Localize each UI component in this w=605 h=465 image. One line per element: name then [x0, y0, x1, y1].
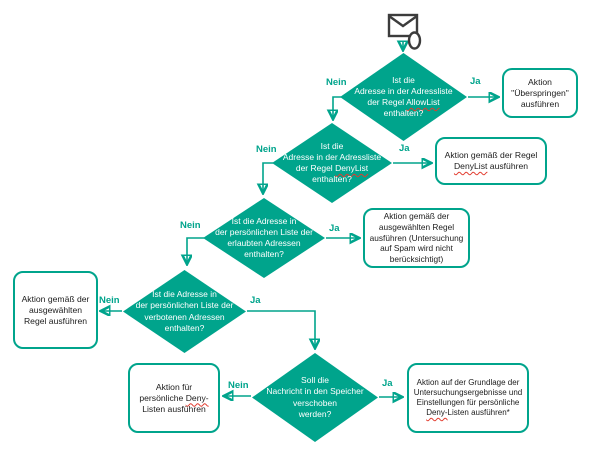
decision-line: Adresse in der Adressliste: [282, 151, 382, 162]
action-line: auf Spam wird nicht: [380, 243, 453, 254]
misspelled-word: DenyList: [335, 163, 369, 173]
action-line: persönliche Deny-: [139, 393, 208, 404]
decision-line: Nachricht in den Speicher: [266, 386, 364, 397]
decision-allowlist: Ist die Adresse in der Adressliste der R…: [340, 53, 467, 141]
action-line: Regel ausführen: [23, 315, 88, 326]
action-personal-deny-lists: Aktion für persönliche Deny- Listen ausf…: [128, 363, 220, 433]
action-selected-rule: Aktion gemäß der ausgewählten Regel ausf…: [13, 271, 98, 349]
action-line-text: Listen ausführen*: [447, 408, 510, 418]
label-denied-no: Nein: [99, 295, 120, 306]
action-line: berücksichtigt): [389, 253, 444, 264]
decision-line: verschoben: [293, 397, 337, 408]
envelope-with-stamp-icon: [386, 12, 424, 54]
action-line: Deny-Listen ausführen*: [426, 408, 510, 418]
action-line: Aktion gemäß der Regel: [444, 150, 538, 160]
action-line: ausführen (Untersuchung: [369, 232, 464, 243]
label-allowlist-yes: Ja: [470, 76, 481, 87]
decision-line: Ist die: [320, 140, 344, 151]
decision-move-to-storage-text: Soll die Nachricht in den Speicher versc…: [244, 353, 386, 442]
action-line: ausgewählten: [28, 304, 83, 315]
decision-line: enthalten?: [312, 174, 352, 185]
label-allowed-no: Nein: [180, 220, 201, 231]
decision-denylist-text: Ist die Adresse in der Adressliste der R…: [264, 123, 400, 203]
misspelled-word: Deny-: [185, 392, 209, 403]
decision-line: werden?: [298, 408, 332, 419]
decision-line: der Regel AllowList: [367, 97, 439, 108]
decision-personal-allowed: Ist die Adresse in der persönlichen List…: [203, 198, 325, 278]
action-line: DenyList ausführen: [454, 161, 528, 172]
decision-line: enthalten?: [164, 322, 205, 333]
connector-allowlist-no: [333, 96, 341, 118]
decision-denylist: Ist die Adresse in der Adressliste der R…: [272, 123, 392, 203]
action-line: Aktion gemäß der: [21, 293, 90, 304]
decision-line: der persönlichen Liste der: [215, 226, 313, 237]
decision-line: Soll die: [301, 375, 329, 386]
decision-line-text: der Regel: [295, 163, 336, 173]
decision-line: der Regel DenyList: [296, 163, 368, 174]
decision-line: Adresse in der Adressliste: [354, 85, 453, 96]
label-allowlist-no: Nein: [326, 77, 347, 88]
connector-denied-yes: [247, 310, 315, 347]
action-line: Aktion auf der Grundlage der: [416, 377, 520, 387]
decision-line: enthalten?: [244, 249, 284, 260]
action-line: Einstellungen für persönliche: [416, 398, 520, 407]
action-line: Aktion: [528, 76, 552, 87]
action-line: Untersuchungsergebnisse und: [413, 387, 523, 397]
decision-line: der persönlichen Liste der: [135, 300, 234, 311]
decision-line: erlaubten Adressen: [227, 238, 301, 248]
decision-personal-allowed-text: Ist die Adresse in der persönlichen List…: [195, 198, 333, 278]
action-line: Aktion für: [155, 381, 193, 392]
action-line: ausführen: [520, 98, 560, 109]
action-skip: Aktion "Überspringen" ausführen: [502, 68, 578, 118]
connector-denylist-no: [263, 162, 273, 192]
label-denylist-yes: Ja: [399, 143, 410, 154]
misspelled-word: DenyList: [453, 161, 488, 171]
decision-line: enthalten?: [383, 108, 424, 119]
decision-line: Ist die Adresse in: [231, 215, 297, 226]
action-line: ausgewählten Regel: [378, 222, 455, 233]
label-denylist-no: Nein: [256, 144, 277, 155]
label-denied-yes: Ja: [250, 295, 261, 306]
decision-line: Ist die Adresse in: [152, 289, 217, 300]
label-storage-yes: Ja: [382, 378, 393, 389]
decision-allowlist-text: Ist die Adresse in der Adressliste der R…: [332, 53, 475, 141]
action-line-text: ausführen: [487, 161, 529, 171]
label-storage-no: Nein: [228, 380, 249, 391]
action-line-text: persönliche: [139, 392, 186, 403]
decision-move-to-storage: Soll die Nachricht in den Speicher versc…: [252, 353, 378, 442]
action-scan-results: Aktion auf der Grundlage der Untersuchun…: [407, 363, 529, 433]
action-selected-rule-no-spam-scan: Aktion gemäß der ausgewählten Regel ausf…: [363, 208, 470, 268]
decision-personal-denied: Ist die Adresse in der persönlichen List…: [123, 270, 246, 353]
misspelled-word: Deny-: [426, 408, 448, 418]
decision-line-text: der Regel: [367, 97, 407, 107]
connector-allowed-no: [187, 237, 204, 263]
misspelled-word: AllowList: [406, 97, 440, 107]
action-denylist-rule: Aktion gemäß der Regel DenyList ausführe…: [435, 137, 547, 185]
decision-personal-denied-text: Ist die Adresse in der persönlichen List…: [115, 270, 254, 353]
decision-line: verbotenen Adressen: [144, 311, 225, 322]
action-line: Listen ausführen: [142, 403, 206, 414]
action-line: Aktion gemäß der: [383, 211, 450, 222]
decision-line: Ist die: [392, 74, 415, 85]
label-allowed-yes: Ja: [329, 223, 340, 234]
action-line: "Überspringen": [511, 87, 569, 98]
